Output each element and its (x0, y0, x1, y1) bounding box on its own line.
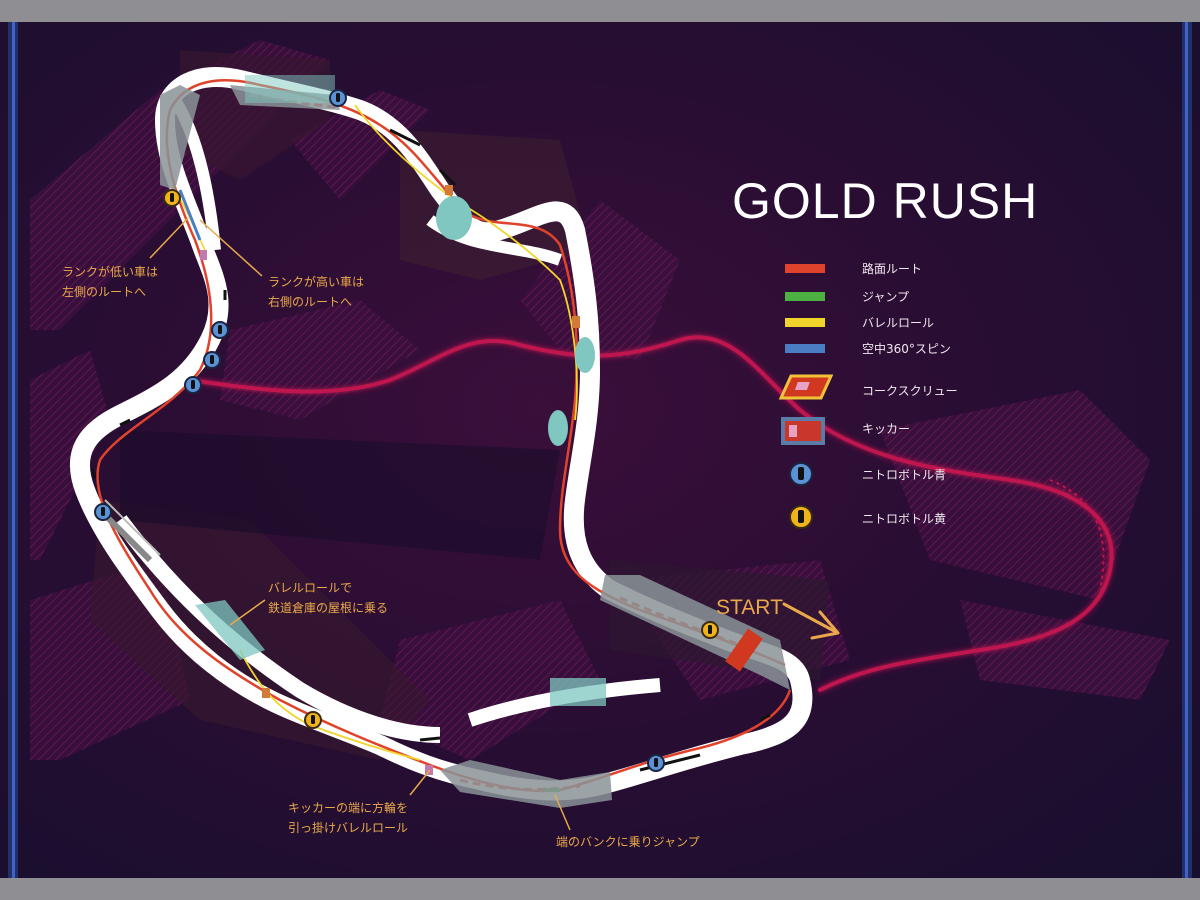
track-map (30, 40, 1170, 831)
annotation-bank-jump: 端のバンクに乗りジャンプ (556, 832, 700, 852)
legend-nitro-yellow-label: ニトロボトル黄 (862, 512, 947, 526)
annotation-line: 左側のルートへ (62, 285, 147, 299)
annotation-line: 引っ掛けバレルロール (288, 821, 409, 835)
teal-markers (195, 75, 606, 706)
nitro-bottle-blue-icon (647, 754, 665, 772)
annotation-line: ランクが低い車は (62, 265, 159, 279)
background-zones (30, 40, 1170, 760)
kicker-icon (781, 417, 825, 445)
kicker-marker (445, 185, 453, 195)
annotation-line: ランクが高い車は (268, 275, 365, 289)
nitro-bottles-blue (94, 89, 665, 772)
kicker-marker (572, 316, 580, 328)
legend-icons (778, 264, 834, 529)
nitro-bottles-yellow (163, 189, 719, 729)
nitro-bottle-blue-icon (203, 351, 221, 369)
kicker-marker (262, 688, 270, 698)
offtrack-route (188, 335, 1114, 692)
nitro-bottle-yellow-icon (701, 621, 719, 639)
map-title: GOLD RUSH (732, 173, 1039, 229)
right-edge-bar (1182, 22, 1192, 878)
air-spin-segment (178, 189, 202, 241)
start-arrow-icon (782, 602, 840, 640)
legend-air-spin-label: 空中360°スピン (862, 342, 951, 356)
annotation-line: バレルロールで (268, 581, 353, 595)
map-canvas: GOLD RUSH 路面ルート ジャンプ バレルロール 空中360°スピン コー… (0, 22, 1200, 878)
kicker-marker (425, 765, 433, 775)
annotation-low-rank: ランクが低い車は 左側のルートへ (62, 262, 158, 302)
nitro-bottle-blue-icon (789, 462, 813, 486)
nitro-bottle-blue-icon (329, 89, 347, 107)
annotation-high-rank: ランクが高い車は 右側のルートへ (268, 272, 364, 312)
nitro-bottle-blue-icon (184, 376, 202, 394)
annotation-leaders (149, 217, 571, 831)
left-edge-bar (8, 22, 18, 878)
annotation-barrel-roof: バレルロールで 鉄道倉庫の屋根に乗る (268, 578, 388, 618)
corkscrew-icon (778, 374, 834, 400)
legend-kicker-label: キッカー (862, 422, 911, 436)
legend-jump-label: ジャンプ (862, 290, 910, 304)
kicker-marker (200, 250, 207, 260)
annotation-kicker-barrel: キッカーの端に方輪を 引っ掛けバレルロール (288, 798, 408, 838)
legend-barrel-roll-label: バレルロール (862, 316, 935, 330)
annotation-line: 端のバンクに乗りジャンプ (556, 835, 700, 849)
annotation-line: 右側のルートへ (268, 295, 353, 309)
legend-corkscrew-label: コークスクリュー (862, 384, 958, 398)
legend-road-route-label: 路面ルート (862, 262, 923, 276)
start-kicker (725, 628, 763, 672)
start-label: START (716, 596, 783, 619)
nitro-bottle-blue-icon (211, 321, 229, 339)
annotation-line: キッカーの端に方輪を (288, 801, 409, 815)
nitro-bottle-yellow-icon (789, 505, 813, 529)
nitro-bottle-yellow-icon (304, 711, 322, 729)
nitro-bottle-yellow-icon (163, 189, 181, 207)
nitro-bottle-blue-icon (94, 503, 112, 521)
legend-nitro-blue-label: ニトロボトル青 (862, 468, 947, 482)
annotation-line: 鉄道倉庫の屋根に乗る (268, 601, 389, 615)
